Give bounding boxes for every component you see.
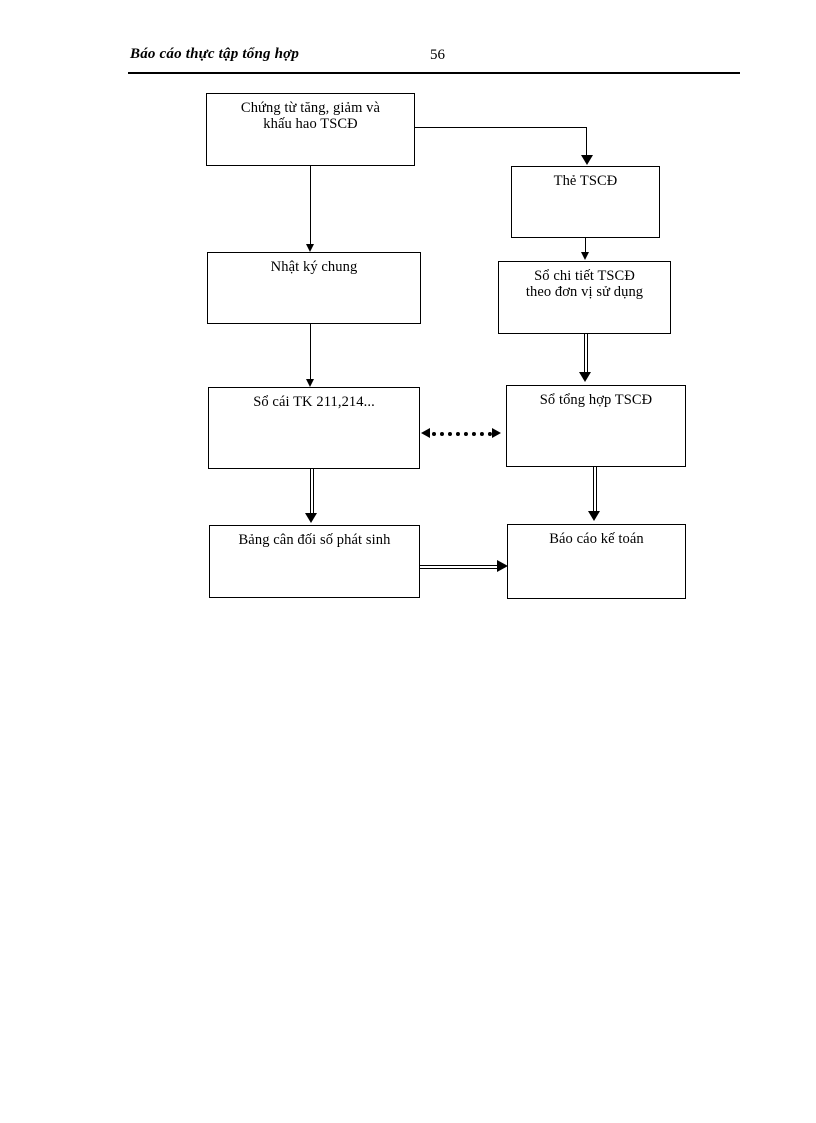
node-chung-tu[interactable]: Chứng từ tăng, giảm và khấu hao TSCĐ [206,93,415,166]
header-divider [128,72,740,74]
edge-line [310,324,311,381]
node-bao-cao-ke-toan[interactable]: Báo cáo kế toán [507,524,686,599]
arrowhead-down-icon [588,511,600,521]
page-number: 56 [430,47,445,63]
edge-line-horizontal [415,127,587,128]
edge-line [310,166,311,246]
node-bao-cao-ke-toan-label: Báo cáo kế toán [549,531,644,547]
node-so-chi-tiet-tscd[interactable]: Sổ chi tiết TSCĐ theo đơn vị sử dụng [498,261,671,334]
edge-line-dotted [432,432,492,436]
node-bang-can-doi-label: Bảng cân đối số phát sinh [238,532,391,548]
edge-line-vertical [586,127,587,161]
edge-line [585,238,586,257]
edge-line-double [420,565,500,569]
edge-line-double [310,469,314,517]
node-so-tong-hop-tscd-label: Sổ tổng hợp TSCĐ [539,392,653,408]
node-nhat-ky-chung[interactable]: Nhật ký chung [207,252,421,324]
arrowhead-down-icon [305,513,317,523]
node-so-tong-hop-tscd[interactable]: Sổ tổng hợp TSCĐ [506,385,686,467]
edge-line-double [584,334,588,377]
arrowhead-left-icon [421,428,430,438]
node-so-cai-tk[interactable]: Sổ cái TK 211,214... [208,387,420,469]
arrowhead-down-icon [581,252,589,260]
node-the-tscd-label: Thẻ TSCĐ [553,173,618,189]
page-header: Báo cáo thực tập tổng hợp 56 [128,46,740,76]
arrowhead-down-icon [306,244,314,252]
node-so-cai-tk-label: Sổ cái TK 211,214... [253,394,375,410]
arrowhead-right-icon [492,428,501,438]
node-the-tscd[interactable]: Thẻ TSCĐ [511,166,660,238]
node-bang-can-doi[interactable]: Bảng cân đối số phát sinh [209,525,420,598]
node-so-chi-tiet-tscd-label: Sổ chi tiết TSCĐ theo đơn vị sử dụng [525,268,644,301]
edge-line-double [593,467,597,515]
arrowhead-down-icon [306,379,314,387]
node-nhat-ky-chung-label: Nhật ký chung [270,259,358,275]
node-chung-tu-label: Chứng từ tăng, giảm và khấu hao TSCĐ [240,100,381,133]
arrowhead-right-icon [497,560,508,572]
arrowhead-down-icon [579,372,591,382]
arrowhead-down-icon [581,155,593,165]
header-title: Báo cáo thực tập tổng hợp [130,46,300,62]
